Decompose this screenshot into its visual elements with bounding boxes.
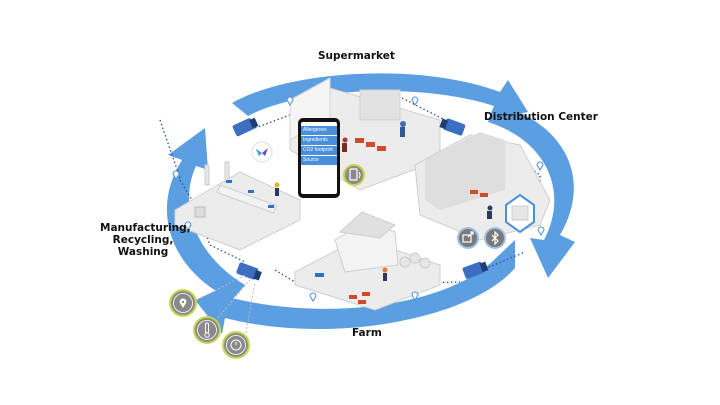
- truck-icon: [232, 117, 259, 137]
- arrow-top: [232, 73, 528, 120]
- truck-icon: [462, 261, 489, 279]
- phone-product-info: Allergenes Ingredients CO2 footprint Sou…: [298, 118, 340, 198]
- nfc-phone-icon: [343, 164, 365, 186]
- crate: [226, 180, 232, 183]
- location-pin-icon: [411, 96, 419, 106]
- sensor-clock-icon: [222, 331, 250, 359]
- crate: [355, 138, 364, 143]
- sensor-location-pin-icon: [169, 289, 197, 317]
- arrow-bottom: [195, 240, 515, 334]
- manufacturing-scene: [174, 161, 301, 251]
- label-manufacturing: Manufacturing, Recycling, Washing: [100, 222, 191, 258]
- location-pin-icon: [184, 221, 192, 231]
- crate: [248, 190, 254, 193]
- arrow-right: [488, 104, 575, 278]
- location-pin-icon: [286, 96, 294, 106]
- location-pin-icon: [172, 170, 180, 180]
- share-icon: [457, 227, 479, 249]
- cycle-arrows: [166, 73, 575, 334]
- truck-icon: [236, 262, 262, 281]
- location-pin-icon: [537, 226, 545, 236]
- crate: [268, 205, 274, 208]
- phone-menu-ingredients[interactable]: Ingredients: [301, 136, 337, 146]
- location-pin-icon: [309, 292, 317, 302]
- crate: [349, 295, 357, 299]
- distribution-scene: [414, 132, 551, 241]
- bluetooth-icon: [484, 227, 506, 249]
- farm-scene: [294, 211, 441, 311]
- sensor-thermometer-icon: [193, 316, 221, 344]
- label-line: Manufacturing,: [100, 222, 191, 234]
- label-distribution-center: Distribution Center: [484, 111, 598, 123]
- phone-menu-co2[interactable]: CO2 footprint: [301, 146, 337, 156]
- crate: [480, 193, 488, 197]
- label-farm: Farm: [352, 327, 382, 339]
- sensor-links: [196, 274, 256, 334]
- butterfly-logo-icon: [251, 141, 273, 163]
- location-pins: [172, 96, 545, 302]
- shopper: [400, 121, 406, 127]
- location-pin-icon: [536, 161, 544, 171]
- crate: [362, 292, 370, 296]
- crate: [366, 142, 375, 147]
- phone-menu-allergenes[interactable]: Allergenes: [301, 126, 337, 136]
- label-supermarket: Supermarket: [318, 50, 395, 62]
- crate: [377, 146, 386, 151]
- truck-icon: [439, 118, 466, 136]
- label-line: Washing: [117, 246, 169, 258]
- crate: [470, 190, 478, 194]
- location-pin-icon: [411, 291, 419, 301]
- arrow-left: [166, 128, 245, 300]
- crate: [315, 273, 324, 277]
- crate: [358, 300, 366, 304]
- trucks: [232, 117, 489, 281]
- phone-menu-source[interactable]: Source: [301, 156, 337, 166]
- label-line: Recycling,: [112, 234, 174, 246]
